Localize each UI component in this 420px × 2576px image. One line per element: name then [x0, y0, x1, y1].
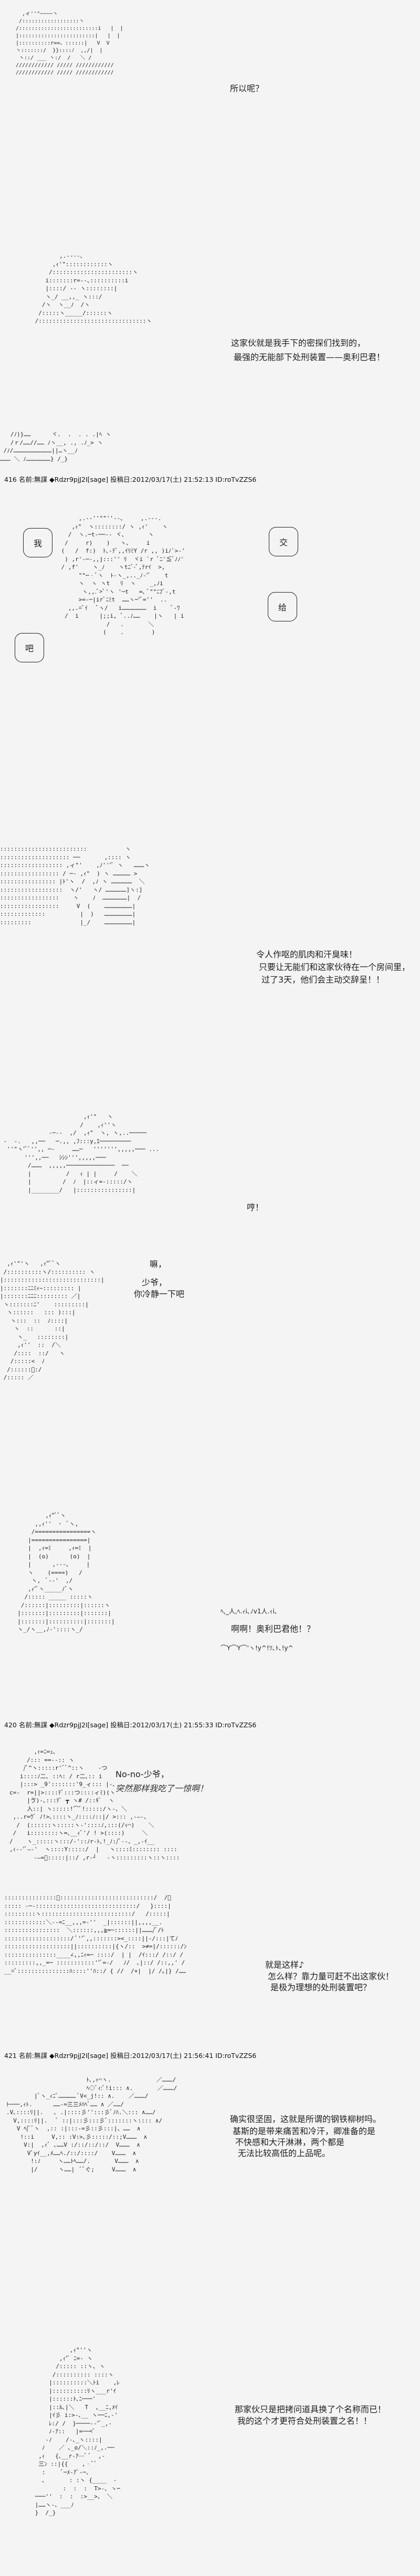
- dialogue-text: 你冷静一下吧: [134, 1289, 185, 1299]
- dialogue-text: 最强的无能部下处刑装置——奥利巴君！: [234, 352, 385, 362]
- ascii-art-character: ,ｨ'"'ヽ ,ｨ"ﾞﾞヽ /::::::::::ヽ/:::::::::: ヽ …: [0, 1260, 104, 1381]
- ascii-art-character: ,ィ''"~~~~ヽ /::::::::::::::::::ヽ /:::::::…: [16, 11, 123, 76]
- ascii-art-scene: ,ｨ'" ヽ / ,ｨ''ヽ ‐─‐- ,/ ,ｨ" ヽ, ヽ,..───── …: [3, 1113, 160, 1194]
- ascii-art-scene: ﾄ､,ｨ⌒ヽ. ／………/ ﾍ◇ﾞｨ:ﾞ!i::: ∧. ／………/ |ﾞヽ_ｨ…: [6, 2076, 177, 2173]
- post-header: 420 名前:無謀 ◆Rdzr9pjJ2I[sage] 投稿日:2012/03/…: [4, 1721, 257, 1729]
- post-header: 416 名前:無謀 ◆Rdzr9pjJ2I[sage] 投稿日:2012/03/…: [4, 476, 257, 483]
- speech-bubble: 交: [269, 527, 298, 556]
- ascii-art-scene: ::::::::::::::::::::::::: ヽ ::::::::::::…: [0, 846, 150, 926]
- dialogue-text: 是极为理想的处刑装置吧？: [270, 1982, 372, 1992]
- dialogue-text: 所以呢？: [230, 83, 264, 93]
- sfx-decoration: ﾍ,_人,ﾍ.ｨi､ﾉv1人.ｨi､: [220, 1608, 278, 1615]
- sfx-decoration: ⌒Y⌒Y⌒'ヽ!y^!ﾂ､ﾄ､!y^: [220, 1644, 293, 1652]
- dialogue-text: 怎么样？靠力量可赶不出这家伙！: [268, 1971, 394, 1981]
- ascii-art-character: ,.-‐‐-､ ,ｨ'"::::::::::::ヽ /:::::::::::::…: [35, 252, 152, 324]
- dialogue-text: 那家伙只是把拷问道具换了个名称而已！: [235, 2404, 386, 2414]
- ascii-art-character: ,ｨ=ﾆ=ｭ、 /::: ==-‐:: ヽ /ﾞ^ヽ:::::r'ﾞﾞ^::ヽ …: [9, 1748, 180, 1861]
- dialogue-text: 基斯的是带来痛苦和冷汗，卿准备的是: [233, 2126, 376, 2136]
- dialogue-text: 无法比较高低的上品呢。: [238, 2148, 331, 2158]
- dialogue-text: 确实很坚固，这就是所谓的钢铁柳树吗。: [230, 2114, 382, 2124]
- ascii-art-character: ,.-‐''""''‐-､ ,.-‐-. ,ｨ" ヽ::::::::/ ヽ ,ｨ…: [61, 515, 185, 636]
- dialogue-text: 只要让无能们和这家伙待在一个房间里，: [259, 962, 411, 972]
- dialogue-text: No-no-少爷，: [116, 1769, 169, 1779]
- dialogue-text: 令人作呕的肌肉和汗臭味！: [256, 949, 358, 959]
- dialogue-text: 啊啊！奥利巴君他！？: [231, 1624, 316, 1634]
- speech-bubble: 给: [268, 592, 297, 621]
- ascii-art-character: ,ｨ"''ヽ ,ｨ'ﾞ ﾆ=‐ ヽ /::::: ::ヽ､ ヽ /:::::::…: [35, 2347, 120, 2516]
- dialogue-text: 哼！: [247, 1202, 264, 1212]
- dialogue-text: 我的这个才更符合处刑装置之名！！: [237, 2416, 372, 2426]
- post-header: 421 名前:無謀 ◆Rdzr9pjJ2I[sage] 投稿日:2012/03/…: [4, 2052, 257, 2060]
- dialogue-text: 过了3天，他们会主动交辞呈！！: [261, 975, 385, 985]
- dialogue-text: 就是这样♪: [265, 1960, 304, 1970]
- dialogue-text: 这家伙就是我手下的密探们找到的，: [231, 338, 366, 348]
- ascii-art-scene: :::::::::::::::ﾞ::::::::::::::::::::::::…: [4, 1894, 187, 1975]
- dialogue-text: 不快感和大汗淋淋，两个都是: [235, 2137, 345, 2147]
- speech-bubble: 吧: [15, 633, 44, 662]
- dialogue-text: 少爷，: [142, 1278, 167, 1287]
- ascii-art-character: ,ｨ"ﾞﾞヽ ,,ｨ'' ･ ﾞヽ, /================ヽ |=…: [17, 1512, 115, 1633]
- ascii-art-character: /ﾉ)}…… ヾ. . . . .|ﾍ ヽ /ｒ/……//…… ﾉヽ__, .,…: [0, 431, 111, 462]
- speech-bubble: 我: [23, 528, 52, 557]
- dialogue-text: 嘛，: [150, 1259, 167, 1269]
- dialogue-text-italic: 突然那样我吃了一惊啊！: [116, 1783, 208, 1793]
